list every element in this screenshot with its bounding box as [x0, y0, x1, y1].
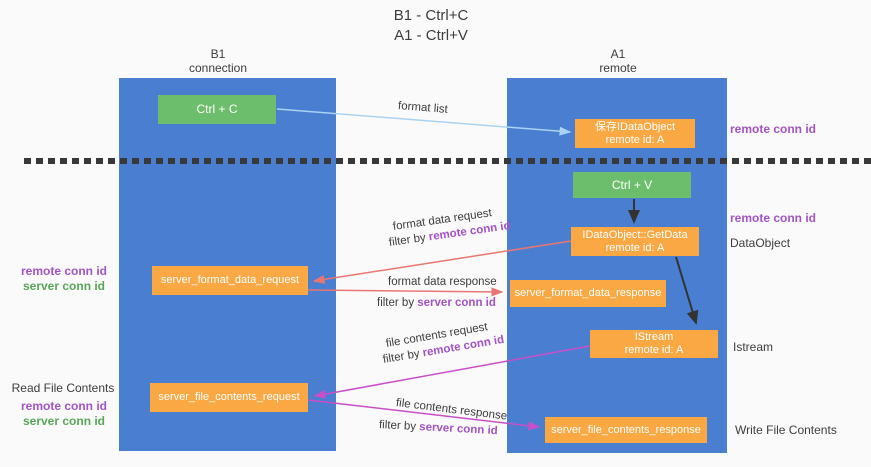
ctrl-v-node: Ctrl + V [573, 172, 691, 198]
format-data-response-arrow [307, 287, 504, 297]
diagram-title: B1 - Ctrl+C A1 - Ctrl+V [0, 6, 862, 46]
remote-conn-id-top-right-label: remote conn id [730, 122, 817, 136]
remote-conn-id-left-2-label: remote conn id [20, 399, 107, 413]
istream-side-label: Istream [733, 340, 774, 354]
left-conn-id-group-1: remote conn id server conn id [14, 264, 114, 294]
title-line-1: B1 - Ctrl+C [393, 7, 469, 24]
server-conn-id-left-2-label: server conn id [22, 414, 106, 428]
lifeline-b1-role: connection [188, 61, 248, 75]
format-list-label: format list [397, 100, 449, 116]
ctrl-v-label: Ctrl + V [611, 177, 653, 192]
server-file-contents-request-node: server_file_contents_request [150, 383, 308, 412]
istream-node: IStream remote id: A [590, 330, 718, 358]
server-file-contents-response-label: server_file_contents_response [551, 423, 701, 436]
lifeline-a1-role: remote [599, 61, 637, 75]
save-dataobject-line2: remote id: A [605, 133, 665, 146]
server-conn-id-left-1-label: server conn id [22, 279, 106, 293]
server-file-contents-request-label: server_file_contents_request [158, 391, 300, 403]
dataobject-label: DataObject [730, 236, 791, 250]
getdata-line2: remote id: A [605, 241, 665, 254]
file-contents-response-label: file contents response [395, 397, 508, 423]
file-contents-response-filter-label: filter by server conn id [379, 419, 498, 437]
format-data-response-filter-label: filter by server conn id [377, 297, 496, 309]
ctrl-c-label: Ctrl + C [196, 102, 238, 116]
server-conn-id-text: server conn id [418, 421, 499, 438]
istream-line1: IStream [634, 331, 674, 343]
save-dataobject-node: 保存IDataObject remote id: A [575, 119, 695, 148]
left-conn-id-group-2: remote conn id server conn id [14, 399, 114, 429]
ctrl-c-node: Ctrl + C [158, 95, 276, 124]
server-format-data-response-label: server_format_data_response [514, 287, 662, 299]
lifeline-b1-header: B1 connection [158, 47, 278, 75]
getdata-node: IDataObject::GetData remote id: A [571, 227, 699, 256]
server-conn-id-text: server conn id [417, 297, 496, 309]
dashed-divider [24, 158, 871, 164]
istream-line2: remote id: A [624, 344, 684, 356]
server-format-data-request-label: server_format_data_request [160, 274, 300, 286]
server-format-data-request-node: server_format_data_request [152, 266, 308, 295]
format-data-response-label: format data response [388, 276, 497, 288]
filter-by-text: filter by [378, 419, 420, 434]
filter-by-text: filter by [388, 231, 430, 249]
server-file-contents-response-node: server_file_contents_response [545, 417, 707, 443]
lifeline-a1-header: A1 remote [558, 47, 678, 75]
getdata-line1: IDataObject::GetData [582, 228, 688, 241]
remote-conn-id-mid-right-label: remote conn id [730, 211, 817, 225]
lifeline-b1-name: B1 [210, 47, 226, 61]
read-file-contents-label: Read File Contents [11, 381, 115, 395]
lifeline-a1-name: A1 [610, 47, 626, 61]
filter-by-text: filter by [377, 297, 418, 309]
remote-conn-id-left-1-label: remote conn id [20, 264, 107, 278]
save-dataobject-line1: 保存IDataObject [594, 120, 676, 133]
write-file-contents-label: Write File Contents [735, 423, 837, 437]
filter-by-text: filter by [382, 347, 424, 366]
server-format-data-response-node: server_format_data_response [510, 280, 666, 307]
title-line-2: A1 - Ctrl+V [394, 27, 468, 44]
